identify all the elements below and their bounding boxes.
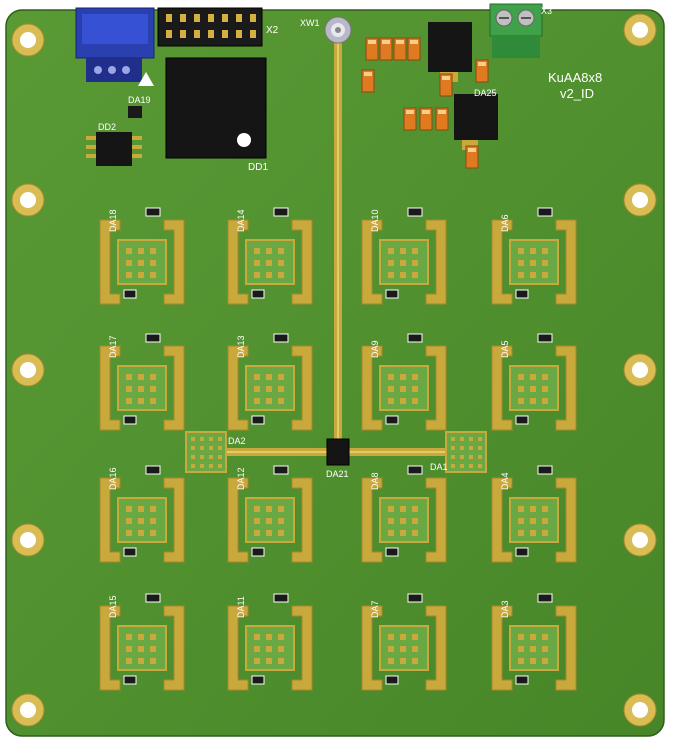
mounting-hole [11, 183, 45, 217]
da1-label: DA1 [430, 462, 448, 472]
header-pin [250, 30, 256, 38]
amplifier-label: DA14 [236, 209, 246, 232]
amplifier-cell [99, 593, 185, 691]
amplifier-label: DA13 [236, 335, 246, 358]
xw1-label: XW1 [300, 18, 320, 28]
mounting-hole [623, 183, 657, 217]
amplifier-label: DA10 [370, 209, 380, 232]
amplifier-label: DA17 [108, 335, 118, 358]
power-capacitors [361, 37, 489, 169]
mounting-hole [623, 523, 657, 557]
amplifier-cell [227, 207, 313, 305]
da19-label: DA19 [128, 95, 151, 105]
header-pin [236, 14, 242, 22]
smd-capacitor [361, 69, 375, 93]
amplifier-cell [361, 333, 447, 431]
smd-capacitor [365, 37, 379, 61]
header-pin [222, 14, 228, 22]
amplifier-label: DA11 [236, 596, 246, 618]
mounting-hole [623, 693, 657, 727]
amplifier-cell [227, 593, 313, 691]
dd1-label: DD1 [248, 162, 268, 173]
amplifier-label: DA18 [108, 209, 118, 232]
amplifier-label: DA12 [236, 467, 246, 490]
da21-chip [326, 438, 350, 466]
da2-label: DA2 [228, 436, 246, 446]
header-pin [194, 14, 200, 22]
smd-capacitor [439, 73, 453, 97]
mounting-hole [11, 523, 45, 557]
dd2-chip [86, 132, 142, 166]
board-title-line1: KuAA8x8 [548, 70, 602, 85]
amplifier-label: DA16 [108, 467, 118, 490]
pin-header-x2 [157, 7, 263, 47]
smd-capacitor [465, 145, 479, 169]
smd-capacitor [475, 59, 489, 83]
amplifier-label: DA3 [500, 600, 510, 618]
header-pin [180, 14, 186, 22]
header-pin [208, 14, 214, 22]
amplifier-cell [99, 207, 185, 305]
amplifier-label: DA6 [500, 214, 510, 232]
mounting-hole [11, 23, 45, 57]
header-pin [208, 30, 214, 38]
mounting-hole [11, 693, 45, 727]
da25-label: DA25 [474, 88, 497, 98]
amplifier-label: DA9 [370, 340, 380, 358]
smd-capacitor [435, 107, 449, 131]
amplifier-cell [227, 333, 313, 431]
smd-capacitor [393, 37, 407, 61]
header-pin [194, 30, 200, 38]
header-pin [250, 14, 256, 22]
splitter-chip [445, 431, 487, 473]
power-splitters [185, 431, 487, 473]
smd-capacitor [419, 107, 433, 131]
mounting-hole [11, 353, 45, 387]
header-pin [222, 30, 228, 38]
x2-label: X2 [266, 25, 279, 36]
amplifier-cell [491, 333, 577, 431]
smd-capacitor [379, 37, 393, 61]
amplifier-cell [361, 465, 447, 563]
amplifier-label: DA8 [370, 472, 380, 490]
board-title-line2: v2_ID [560, 86, 594, 101]
header-pin [166, 14, 172, 22]
amplifier-cell [491, 465, 577, 563]
amplifier-label: DA7 [370, 600, 380, 618]
amplifier-array [99, 207, 577, 691]
connector-x1-blue [75, 7, 155, 86]
dd1-chip [165, 57, 267, 159]
amplifier-label: DA5 [500, 340, 510, 358]
amplifier-cell [361, 207, 447, 305]
amplifier-cell [491, 593, 577, 691]
x3-label: X3 [541, 6, 552, 16]
amplifier-label: DA15 [108, 595, 118, 618]
header-pin [180, 30, 186, 38]
da19-chip [128, 106, 142, 118]
splitter-chip [185, 431, 227, 473]
amplifier-cell [227, 465, 313, 563]
header-pin [166, 30, 172, 38]
amplifier-cell [99, 465, 185, 563]
xw1-coax-connector [324, 16, 352, 44]
header-pin [236, 30, 242, 38]
mounting-hole [623, 353, 657, 387]
dd2-label: DD2 [98, 122, 116, 132]
rf-feed-trace [334, 40, 342, 455]
amplifier-cell [99, 333, 185, 431]
smd-capacitor [407, 37, 421, 61]
smd-capacitor [403, 107, 417, 131]
mounting-hole [623, 13, 657, 47]
amplifier-cell [361, 593, 447, 691]
terminal-block-x3 [489, 3, 543, 58]
da21-label: DA21 [326, 469, 349, 479]
amplifier-label: DA4 [500, 472, 510, 490]
amplifier-cell [491, 207, 577, 305]
regulator-bottom [454, 94, 498, 150]
mounting-holes [11, 13, 657, 727]
